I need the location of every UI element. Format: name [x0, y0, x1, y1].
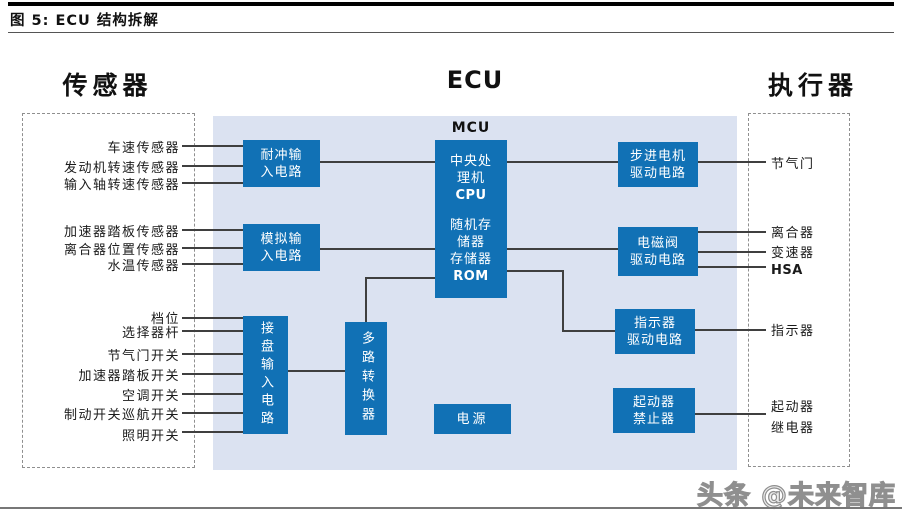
connector-input-shaft-speed	[182, 182, 244, 184]
block-starter-inhibitor: 起动器 禁止器	[613, 388, 695, 433]
actuator-label-starter-relay: 起动器 继电器	[771, 397, 815, 439]
figure-title: 图 5: ECU 结构拆解	[10, 13, 159, 29]
sensor-label-clutch-position: 离合器位置传感器	[63, 243, 180, 258]
block-mcu: 中央处理机 CPU 随机存储器 存储器 ROM	[435, 140, 507, 298]
block-starter-line2: 禁止器	[632, 411, 675, 427]
connector-transmission-actuator	[698, 251, 766, 253]
block-power-supply: 电源	[434, 404, 511, 434]
connector-hsa-actuator	[698, 266, 766, 268]
connector-accel-pedal	[182, 229, 244, 231]
connector-throttle-actuator	[698, 161, 766, 163]
block-starter-line1: 起动器	[632, 394, 675, 410]
sensor-label-throttle-switch: 节气门开关	[107, 349, 180, 364]
actuator-label-hsa: HSA	[771, 263, 803, 278]
block-pulse-input-circuit: 耐冲输 入电路	[243, 140, 320, 187]
bottom-rule	[0, 507, 902, 509]
connector-gear-position	[182, 317, 244, 319]
connector-clutch-position	[182, 247, 244, 249]
block-pulse-input-line2: 入电路	[260, 164, 303, 180]
actuator-starter-relay-line1: 起动器	[771, 400, 815, 415]
connector-selector-lever	[182, 330, 244, 332]
mcu-rom-abbr: ROM	[453, 269, 489, 284]
block-solenoid-valve-driver: 电磁阀 驱动电路	[618, 227, 698, 276]
block-switch-input-circuit: 接盘输入电路	[243, 316, 288, 434]
sensor-label-engine-speed: 发动机转速传感器	[63, 161, 180, 176]
top-rule	[8, 2, 894, 6]
block-analog-input-line2: 入电路	[260, 248, 303, 264]
actuator-label-transmission: 变速器	[771, 246, 815, 261]
connector-mux-vertical	[365, 277, 367, 323]
connector-indicator-actuator	[695, 329, 766, 331]
connector-mcu-to-stepper	[507, 161, 618, 163]
sensor-label-accel-pedal-switch: 加速器踏板开关	[78, 369, 180, 384]
sensor-label-water-temp: 水温传感器	[107, 259, 180, 274]
block-multiplexer: 多路转换器	[345, 322, 387, 435]
block-stepper-motor-driver: 步进电机 驱动电路	[618, 142, 698, 187]
block-analog-input-circuit: 模拟输 入电路	[243, 224, 320, 271]
column-header-actuators: 执行器	[767, 71, 858, 100]
mcu-label: MCU	[451, 120, 491, 136]
sensor-label-input-shaft-speed: 输入轴转速传感器	[63, 178, 180, 193]
actuator-label-throttle: 节气门	[771, 157, 815, 172]
connector-pulse-to-mcu	[320, 161, 435, 163]
mcu-rom-unit: 存储器 ROM	[445, 251, 497, 285]
connector-mux-to-mcu	[365, 277, 435, 279]
connector-clutch-actuator	[698, 231, 766, 233]
connector-mcu-to-indicator-v	[562, 270, 564, 332]
actuators-dashed-box	[748, 113, 850, 467]
connector-water-temp	[182, 263, 244, 265]
sensor-label-selector-lever: 选择器杆	[121, 326, 180, 341]
connector-mcu-to-solenoid	[507, 248, 618, 250]
connector-vehicle-speed	[182, 145, 244, 147]
connector-switch-to-mux	[287, 370, 345, 372]
connector-mcu-to-indicator-h1	[507, 270, 564, 272]
block-pulse-input-line1: 耐冲输	[260, 147, 303, 163]
sensor-label-vehicle-speed: 车速传感器	[107, 141, 180, 156]
actuator-label-indicator: 指示器	[771, 324, 815, 339]
connector-ac-switch	[182, 393, 244, 395]
sensors-dashed-box	[22, 113, 195, 468]
sensor-label-accel-pedal: 加速器踏板传感器	[63, 225, 180, 240]
sensor-label-brake-cruise-switch: 制动开关巡航开关	[63, 408, 180, 423]
title-underline	[8, 32, 894, 33]
block-indicator-line2: 驱动电路	[626, 332, 683, 348]
connector-brake-cruise-switch	[182, 412, 244, 414]
block-solenoid-line2: 驱动电路	[629, 252, 686, 268]
column-header-ecu: ECU	[446, 66, 504, 94]
block-stepper-line2: 驱动电路	[629, 165, 686, 181]
block-indicator-driver: 指示器 驱动电路	[615, 309, 695, 354]
block-analog-input-line1: 模拟输	[260, 231, 303, 247]
column-header-sensors: 传感器	[62, 71, 153, 100]
sensor-label-ac-switch: 空调开关	[121, 389, 180, 404]
connector-throttle-switch	[182, 353, 244, 355]
mcu-cpu-abbr: CPU	[455, 188, 487, 203]
sensor-label-lighting-switch: 照明开关	[121, 429, 180, 444]
connector-accel-pedal-switch	[182, 373, 244, 375]
connector-starter-relay-actuator	[695, 413, 766, 415]
sensor-label-gear-position: 档位	[150, 312, 180, 327]
block-solenoid-line1: 电磁阀	[636, 235, 679, 251]
mcu-cpu-unit: 中央处理机 CPU	[445, 153, 497, 204]
watermark: 头条 @未来智库	[696, 480, 896, 511]
connector-lighting-switch	[182, 431, 244, 433]
mcu-cpu-name: 中央处理机	[449, 154, 492, 186]
connector-mcu-to-indicator-h2	[562, 330, 615, 332]
actuator-starter-relay-line2: 继电器	[771, 421, 815, 436]
connector-engine-speed	[182, 165, 244, 167]
actuator-label-clutch: 离合器	[771, 226, 815, 241]
mcu-rom-name: 存储器	[449, 252, 492, 267]
mcu-ram-unit: 随机存储器	[449, 218, 492, 250]
block-indicator-line1: 指示器	[633, 315, 676, 331]
block-stepper-line1: 步进电机	[629, 148, 686, 164]
connector-analog-to-mcu	[320, 248, 435, 250]
